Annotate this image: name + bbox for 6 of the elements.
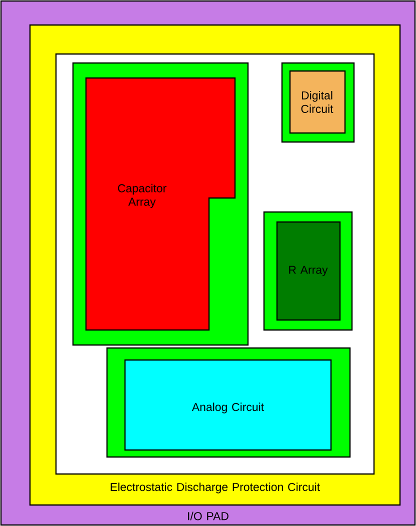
block-label: Digital Circuit [301, 91, 334, 113]
block-label: Electrostatic Discharge Protection Circuit [110, 482, 320, 494]
block-label: R Array [289, 266, 328, 276]
block-label: Capacitor Array [118, 184, 166, 208]
block-label: I/O PAD [188, 512, 228, 520]
block-label: Analog Circuit [192, 402, 264, 414]
